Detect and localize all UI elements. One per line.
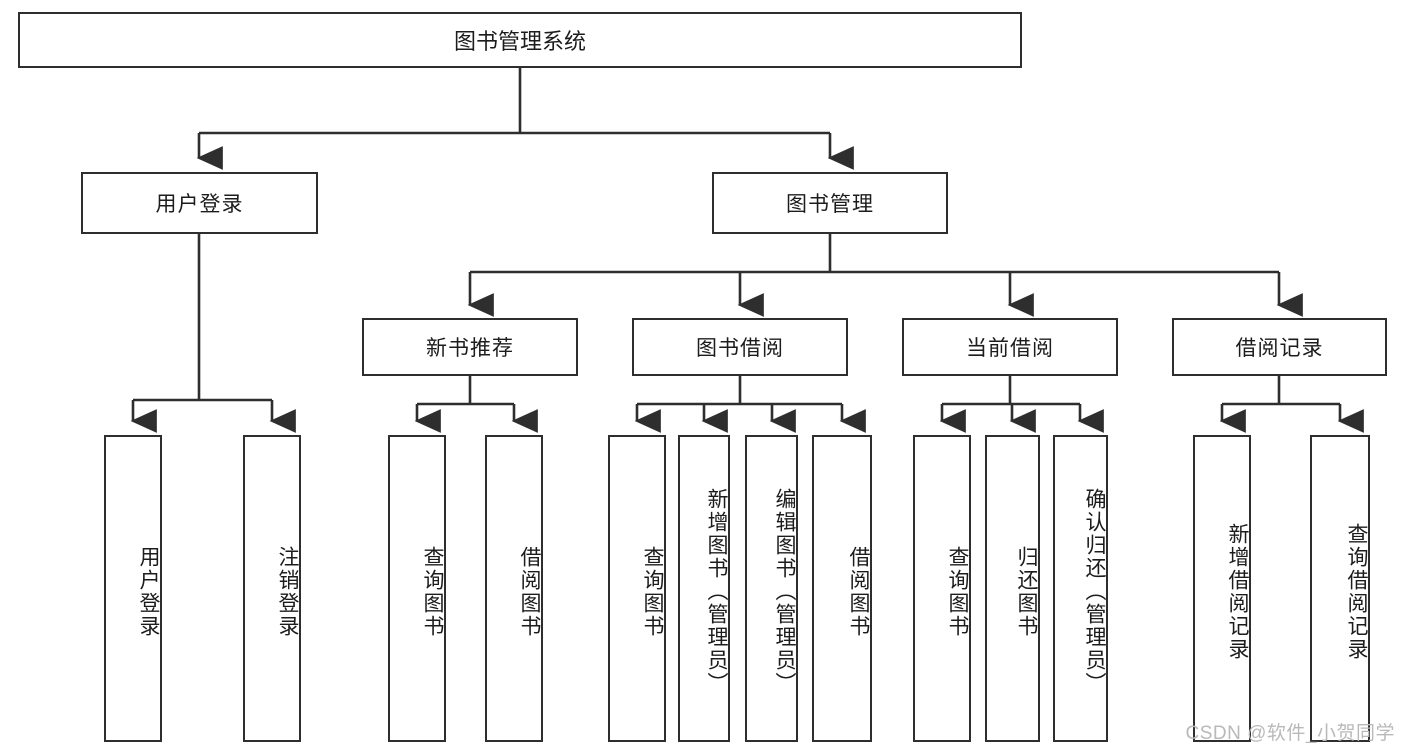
node-label: 新增图书（管理员）: [705, 488, 728, 695]
node-book-manage[interactable]: 图书管理: [712, 172, 948, 234]
node-label: 借阅图书: [518, 545, 541, 638]
node-new-book-recommend[interactable]: 新书推荐: [362, 318, 578, 376]
node-user-login[interactable]: 用户登录: [81, 172, 318, 234]
node-label: 当前借阅: [966, 337, 1054, 360]
node-book-borrow[interactable]: 图书借阅: [632, 318, 848, 376]
node-leaf-logout[interactable]: 注销登录: [243, 435, 301, 742]
node-label: 图书管理系统: [453, 29, 586, 54]
node-label: 编辑图书（管理员）: [773, 488, 796, 695]
node-label: 确认归还（管理员）: [1083, 488, 1106, 695]
node-label: 用户登录: [155, 193, 244, 216]
node-label: 查询图书: [641, 545, 664, 638]
node-label: 新增借阅记录: [1226, 522, 1249, 661]
node-label: 图书管理: [786, 193, 874, 216]
node-leaf-add-record[interactable]: 新增借阅记录: [1193, 435, 1251, 742]
node-label: 查询图书: [421, 545, 444, 638]
node-leaf-return-book[interactable]: 归还图书: [985, 435, 1040, 742]
node-leaf-edit-book[interactable]: 编辑图书（管理员）: [745, 435, 798, 742]
node-label: 借阅图书: [847, 545, 870, 638]
node-current-borrow[interactable]: 当前借阅: [902, 318, 1118, 376]
node-label: 查询图书: [946, 545, 969, 638]
node-label: 归还图书: [1015, 545, 1038, 638]
node-root-system[interactable]: 图书管理系统: [18, 12, 1022, 68]
node-label: 用户登录: [137, 545, 160, 638]
node-leaf-borrow-book-1[interactable]: 借阅图书: [485, 435, 543, 742]
node-label: 新书推荐: [426, 337, 514, 360]
node-label: 注销登录: [276, 545, 299, 638]
node-leaf-user-login[interactable]: 用户登录: [104, 435, 162, 742]
node-borrow-record[interactable]: 借阅记录: [1172, 318, 1387, 376]
node-label: 查询借阅记录: [1345, 522, 1368, 661]
node-leaf-query-book-1[interactable]: 查询图书: [388, 435, 446, 742]
node-leaf-add-book[interactable]: 新增图书（管理员）: [678, 435, 730, 742]
node-label: 图书借阅: [696, 337, 784, 360]
node-leaf-query-record[interactable]: 查询借阅记录: [1310, 435, 1370, 742]
node-leaf-query-book-2[interactable]: 查询图书: [608, 435, 666, 742]
node-leaf-confirm-return[interactable]: 确认归还（管理员）: [1053, 435, 1108, 742]
node-leaf-query-book-3[interactable]: 查询图书: [913, 435, 971, 742]
node-leaf-borrow-book-2[interactable]: 借阅图书: [812, 435, 872, 742]
node-label: 借阅记录: [1235, 337, 1324, 360]
